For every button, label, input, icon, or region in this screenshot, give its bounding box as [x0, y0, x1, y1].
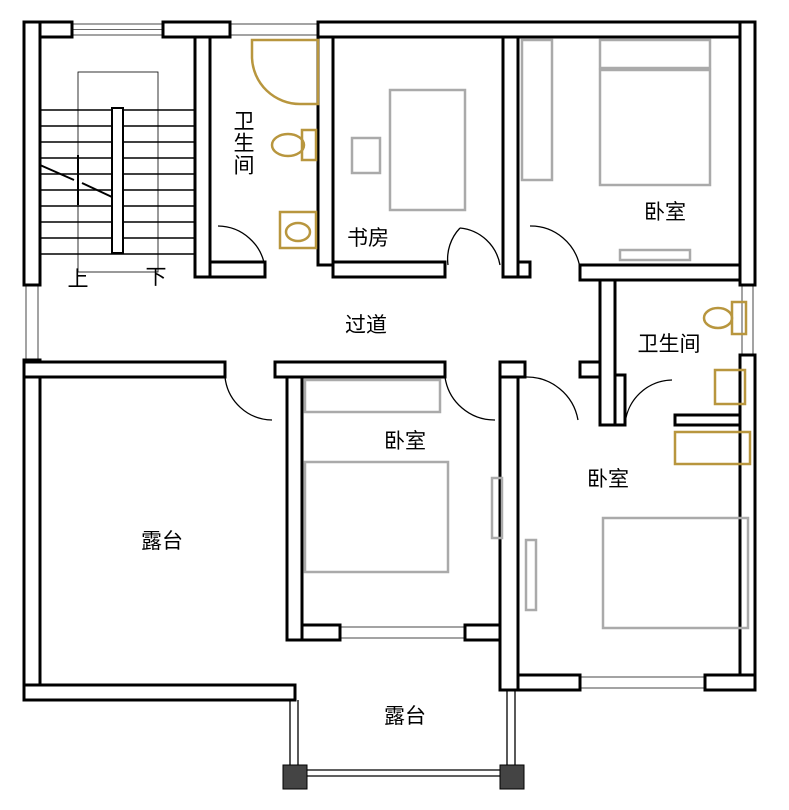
room-label-terrace-2: 露台	[384, 704, 426, 728]
toilet-icon	[270, 128, 318, 162]
balcony-railing	[282, 690, 525, 790]
room-label-corridor: 过道	[345, 313, 387, 337]
sink-icon	[713, 368, 747, 406]
room-label-bathroom-2: 卫生间	[637, 332, 701, 356]
room-label-bedroom-3: 卧室	[587, 467, 629, 491]
shower-icon	[250, 38, 320, 106]
room-label-bedroom-2: 卧室	[384, 429, 426, 453]
wardrobe-icon	[303, 378, 442, 414]
bed-icon	[598, 38, 712, 187]
room-label-terrace-1: 露台	[141, 529, 183, 553]
doors	[217, 225, 673, 426]
bed-icon	[601, 516, 750, 630]
room-label-bedroom-1: 卧室	[644, 200, 686, 224]
staircase	[39, 71, 195, 273]
room-label-bathroom-1: 卫生间	[231, 110, 255, 176]
desk-icon	[350, 88, 467, 212]
stair-down-label: 下	[145, 265, 167, 289]
wardrobe-icon	[673, 430, 752, 466]
bed-icon	[303, 460, 450, 574]
room-label-study: 书房	[347, 226, 389, 250]
wardrobe-icon	[520, 38, 554, 182]
tv-icon	[490, 248, 692, 612]
stair-up-label: 上	[67, 267, 89, 291]
toilet-icon	[702, 300, 748, 336]
sink-icon	[278, 210, 318, 250]
